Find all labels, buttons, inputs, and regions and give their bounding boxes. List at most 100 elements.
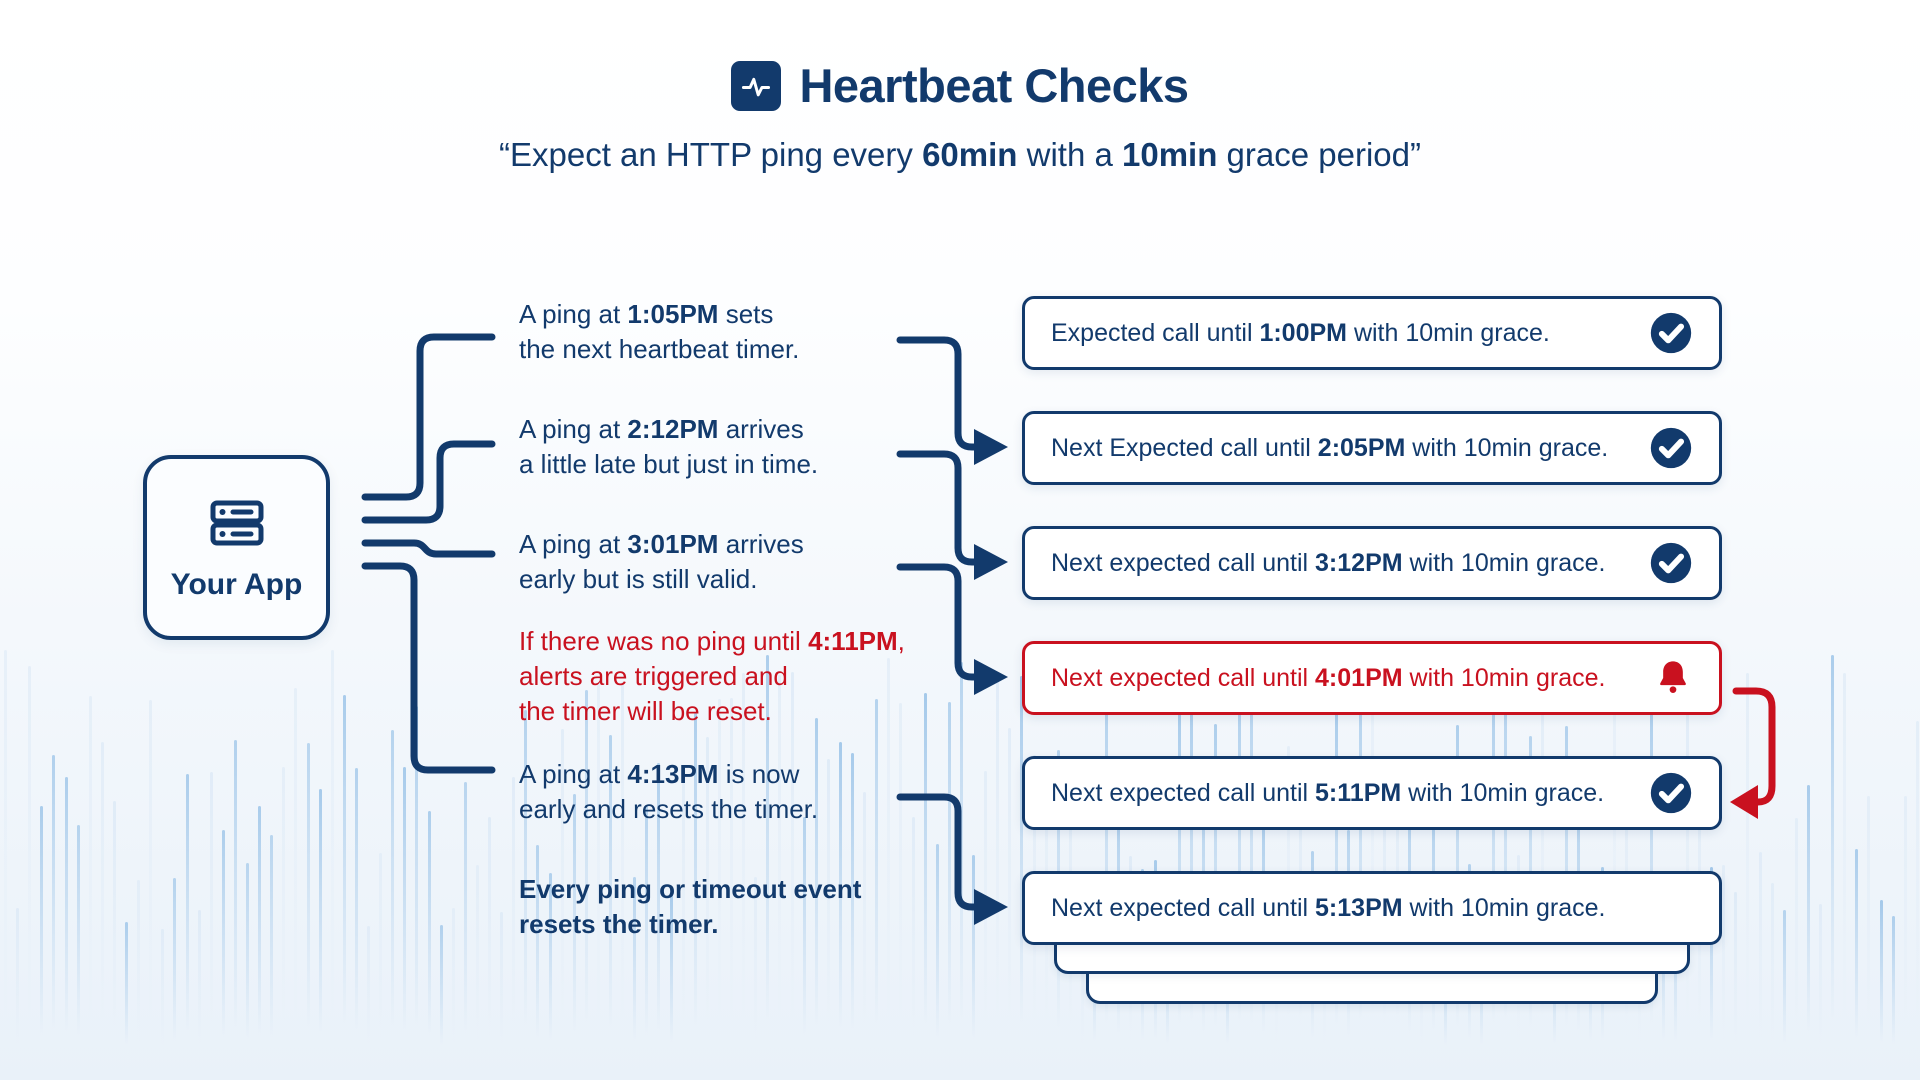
waveform-bar [233, 740, 237, 1055]
your-app-node: Your App [143, 455, 330, 640]
waveform-bar [209, 771, 213, 1055]
waveform-bar [161, 928, 165, 1055]
check-box: Next expected call until 5:13PM with 10m… [1022, 871, 1722, 945]
waveform-bar [717, 698, 721, 1055]
check-circle-icon [1649, 771, 1693, 815]
waveform-bar [875, 698, 879, 1055]
check-box-text: Next expected call until 3:12PM with 10m… [1051, 548, 1606, 577]
waveform-bar [681, 782, 685, 1055]
waveform-bar [4, 650, 7, 1055]
waveform-bar [1238, 672, 1242, 1055]
waveform-bar [899, 703, 903, 1055]
waveform-bar [645, 805, 649, 1055]
waveform-bar [802, 817, 806, 1055]
waveform-bar [1819, 903, 1822, 1055]
check-box-text: Next Expected call until 2:05PM with 10m… [1051, 433, 1609, 462]
waveform-bar [112, 801, 116, 1055]
waveform-bar [754, 877, 758, 1055]
subtitle: “Expect an HTTP ping every 60min with a … [0, 136, 1920, 174]
app-label: Your App [170, 568, 303, 601]
subtitle-text: grace period” [1217, 136, 1421, 173]
pulse-icon [731, 60, 782, 111]
waveform-bar [149, 700, 153, 1055]
waveform-bar [730, 697, 733, 1055]
waveform-bar [173, 878, 177, 1055]
waveform-bar [790, 671, 794, 1055]
waveform-bar [1008, 727, 1012, 1055]
waveform-bar [1843, 672, 1847, 1055]
waveform-bar [911, 816, 915, 1055]
waveform-bar [536, 844, 540, 1055]
waveform-bar [500, 911, 504, 1055]
waveform-bar [88, 696, 92, 1055]
waveform-bar [258, 805, 262, 1055]
waveform-bar [306, 742, 310, 1055]
waveform-bar [1806, 784, 1810, 1055]
waveform-bar [137, 879, 141, 1055]
check-box-text: Next expected call until 5:13PM with 10m… [1051, 893, 1606, 922]
waveform-bar [100, 742, 104, 1055]
waveform-bar [1831, 654, 1835, 1055]
waveform-bar [221, 830, 225, 1055]
waveform-bar [887, 658, 891, 1055]
waveform-bar [185, 773, 189, 1055]
subtitle-text: with a [1017, 136, 1122, 173]
check-circle-icon [1649, 541, 1693, 585]
waveform-bar [1710, 866, 1714, 1055]
waveform-bar [1782, 910, 1786, 1055]
waveform-bar [657, 763, 661, 1055]
waveform-bar [1080, 909, 1084, 1055]
waveform-bar [125, 922, 128, 1055]
waveform-bar [996, 675, 1000, 1055]
waveform-bar [403, 767, 407, 1055]
waveform-bar [1722, 865, 1726, 1055]
note-text: If there was no ping until 4:11PM,alerts… [519, 626, 905, 726]
waveform-bar [16, 908, 20, 1055]
waveform-bar [972, 855, 975, 1055]
waveform-bar [524, 710, 528, 1055]
waveform-bar [342, 695, 346, 1055]
waveform-bar [766, 654, 770, 1055]
waveform-bar [354, 767, 358, 1055]
waveform-bar [391, 729, 395, 1055]
waveform-bar [863, 792, 867, 1055]
server-icon [204, 493, 270, 558]
waveform-bar [451, 907, 455, 1055]
waveform-bar [814, 717, 818, 1055]
check-box-text: Expected call until 1:00PM with 10min gr… [1051, 318, 1550, 347]
waveform-bar [560, 729, 564, 1055]
check-box-text: Next expected call until 4:01PM with 10m… [1051, 663, 1606, 692]
waveform-bar [28, 666, 32, 1055]
waveform-bar [633, 877, 637, 1055]
waveform-bar [621, 682, 625, 1055]
waveform-bar [1359, 663, 1363, 1055]
bell-icon [1653, 658, 1693, 698]
waveform-bar [1855, 848, 1859, 1055]
waveform-bar [596, 682, 600, 1055]
waveform-bar [1504, 650, 1508, 1055]
waveform-bar [851, 752, 854, 1055]
waveform-bar [1867, 796, 1871, 1055]
check-box: Next Expected call until 2:05PM with 10m… [1022, 411, 1722, 485]
page-header: Heartbeat Checks [0, 58, 1920, 113]
waveform-bar [609, 734, 612, 1055]
waveform-bar [1758, 852, 1762, 1055]
waveform-bar [548, 872, 552, 1055]
waveform-bar [1613, 655, 1617, 1055]
waveform-bar [294, 688, 298, 1055]
waveform-bar [1492, 679, 1496, 1055]
waveform-bar [838, 741, 842, 1055]
subtitle-text: “Expect an HTTP ping every [499, 136, 923, 173]
waveform-bar [282, 767, 286, 1055]
interval-value: 60min [922, 136, 1018, 173]
waveform-bar [742, 673, 746, 1055]
waveform-bar [246, 862, 249, 1055]
waveform-bar [76, 825, 80, 1055]
waveform-bar [935, 843, 939, 1055]
waveform-bar [1770, 883, 1774, 1055]
waveform-bar [947, 701, 951, 1055]
